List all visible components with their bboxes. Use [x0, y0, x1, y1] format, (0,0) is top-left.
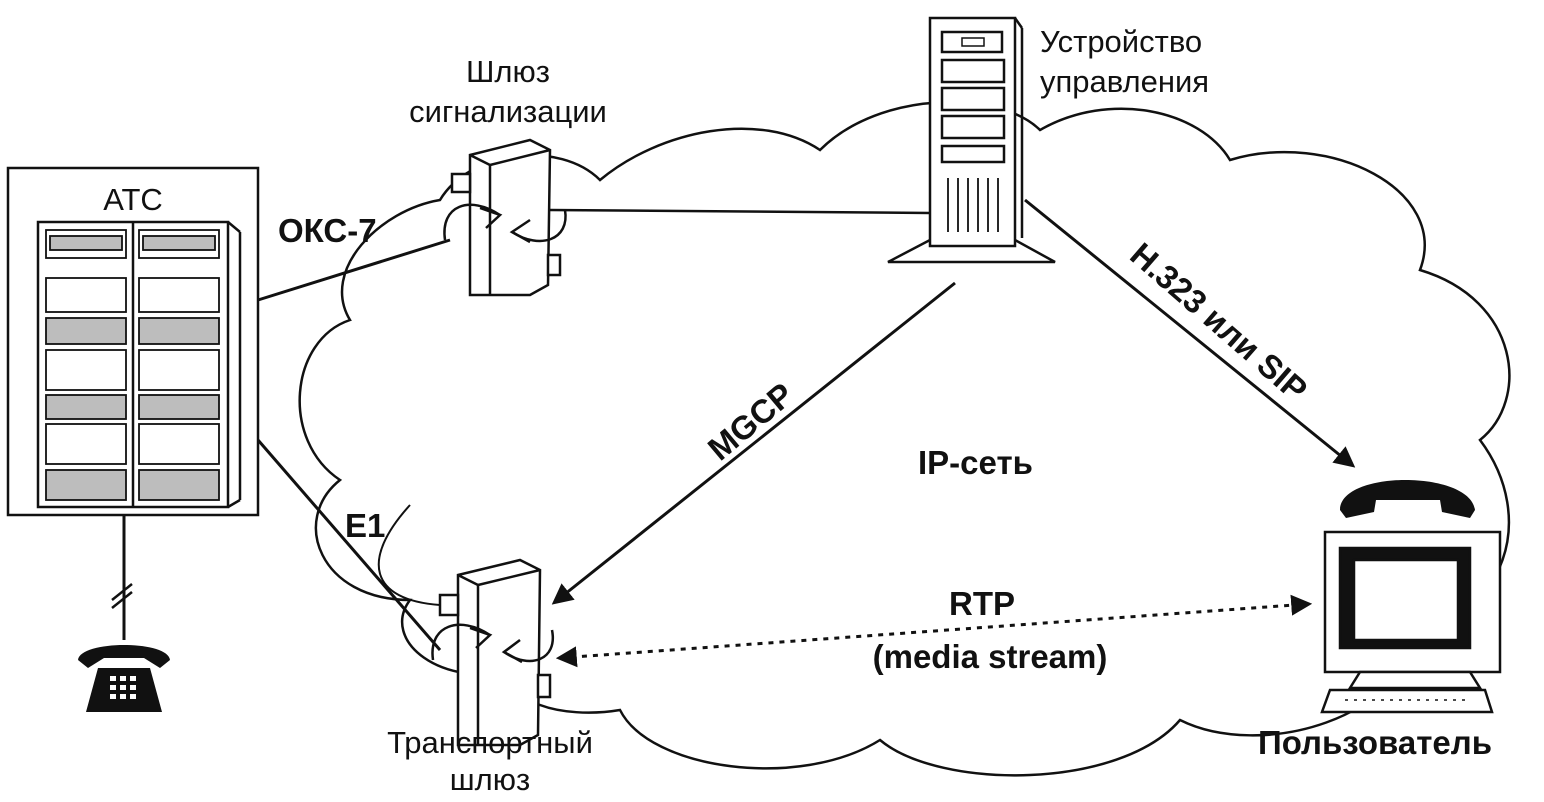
signaling-gateway-label-line1: Шлюз: [466, 54, 550, 89]
desk-phone-icon: [78, 645, 170, 712]
handset-icon: [1340, 480, 1475, 518]
controller-server-icon: [887, 16, 1056, 264]
media-stream-label: (media stream): [873, 638, 1108, 675]
h323-sip-label: H.323 или SIP: [1123, 235, 1314, 408]
cable-tick-1: [111, 583, 133, 601]
controller-label-line2: управления: [1040, 64, 1209, 99]
mgcp-label: MGCP: [701, 375, 801, 467]
transport-gateway-label-line2: шлюз: [450, 762, 530, 797]
transport-gateway-label-line1: Транспортный: [387, 725, 593, 760]
connections: [111, 198, 1356, 668]
signaling-gateway-icon: [443, 138, 567, 297]
e1-loop: [377, 504, 441, 606]
transport-gateway-icon: [431, 558, 555, 747]
oks7-link: [257, 238, 451, 302]
cable-tick-2: [111, 591, 133, 609]
signaling-controller-link: [549, 208, 931, 215]
user-computer-icon: [1320, 530, 1502, 714]
signaling-gateway-label-line2: сигнализации: [409, 94, 607, 129]
e1-label: E1: [345, 507, 385, 544]
exchange-rack-icon: [6, 166, 260, 517]
user-label: Пользователь: [1258, 724, 1492, 761]
oks7-label: ОКС-7: [278, 212, 377, 249]
rtp-link: [555, 594, 1313, 668]
controller-label-line1: Устройство: [1040, 24, 1202, 59]
e1-link: [256, 439, 442, 651]
ats-label: АТС: [103, 182, 163, 217]
h323-sip-link: [1024, 198, 1356, 468]
rtp-label: RTP: [949, 585, 1015, 622]
mgcp-link: [551, 281, 956, 605]
ip-network-label: IP-сеть: [918, 444, 1033, 481]
